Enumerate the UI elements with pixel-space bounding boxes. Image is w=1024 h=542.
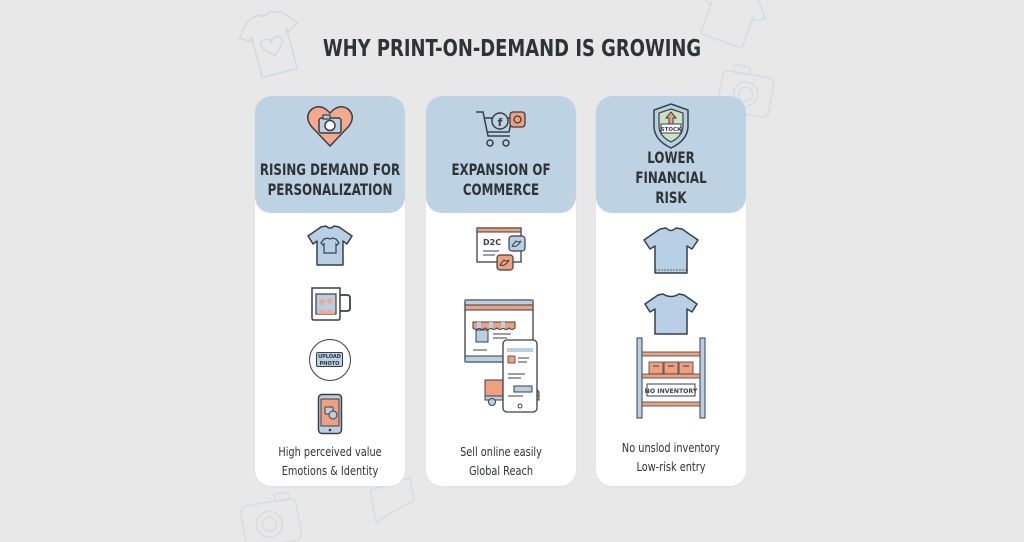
tshirt-print-icon	[307, 225, 353, 266]
shopping-cart-social-icon: f	[476, 111, 526, 147]
card-header: RISING DEMAND FOR PERSONALIZATION	[255, 96, 405, 213]
upload-photo-icon[interactable]: UPLOAD PHOTO	[309, 339, 351, 381]
tshirt-shelf-icon: NO INVENTORY	[636, 293, 706, 419]
card-footer-text: Sell online easily Global Reach	[460, 444, 542, 478]
background-tshirt-heart-icon	[238, 10, 299, 79]
card-header: f EXPANSION OF COMMERCE	[426, 96, 576, 213]
background-camera-icon	[240, 492, 303, 542]
d2c-label: D2C	[483, 238, 501, 247]
photo-mug-icon	[311, 287, 351, 321]
card-financial-risk: STOCK LOWER FINANCIAL RISK NO INVENTORY …	[596, 96, 746, 486]
stock-label: STOCK	[661, 127, 682, 133]
svg-text:f: f	[498, 116, 503, 129]
shield-stock-icon: STOCK	[653, 103, 689, 149]
card-title: EXPANSION OF COMMERCE	[451, 160, 551, 199]
smartphone-photo-icon	[317, 393, 343, 435]
card-footer-text: High perceived value Emotions & Identity	[278, 444, 382, 478]
heart-camera-icon	[307, 106, 353, 148]
tshirt-icon	[643, 227, 699, 274]
card-title: LOWER FINANCIAL RISK	[635, 148, 707, 207]
upload-photo-label: UPLOAD PHOTO	[316, 352, 343, 367]
no-inventory-label: NO INVENTORY	[645, 388, 698, 395]
page-title: WHY PRINT-ON-DEMAND IS GROWING	[322, 36, 702, 62]
card-header: STOCK LOWER FINANCIAL RISK	[596, 96, 746, 213]
online-store-mobile-delivery-icon	[464, 299, 540, 413]
card-personalization: RISING DEMAND FOR PERSONALIZATION UPLOAD…	[255, 96, 405, 486]
d2c-social-window-icon: D2C	[476, 227, 526, 271]
card-commerce: f EXPANSION OF COMMERCE D2C	[426, 96, 576, 486]
card-title: RISING DEMAND FOR PERSONALIZATION	[259, 160, 401, 199]
background-tshirt-icon	[699, 0, 767, 50]
card-footer-text: No unslod inventory Low-risk entry	[621, 440, 721, 474]
